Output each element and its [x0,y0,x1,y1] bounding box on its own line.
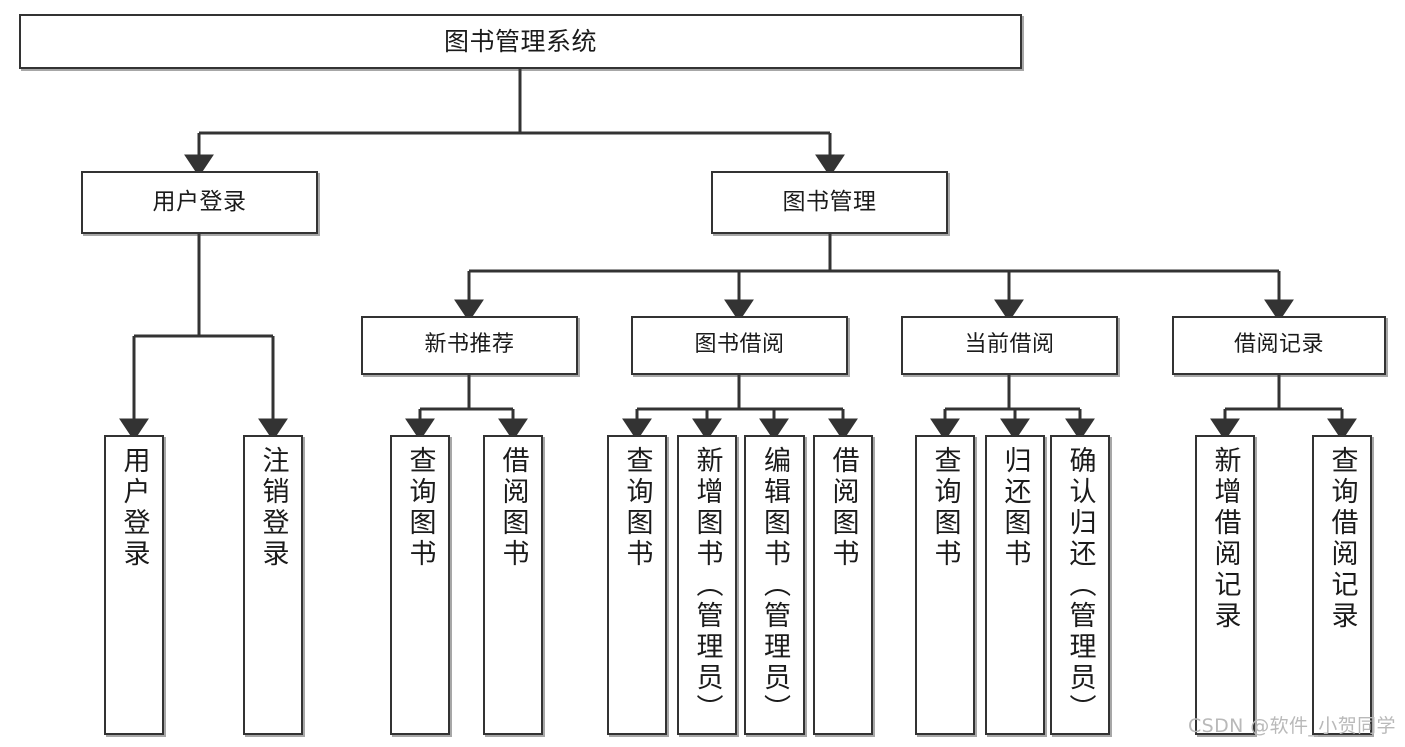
node-leaf-edit-book-label: 编辑图书（管理员） [759,446,790,725]
node-current-borrow[interactable]: 当前借阅 [901,316,1118,375]
node-leaf-borrow-book-1-label: 借阅图书 [497,446,529,570]
watermark: CSDN @软件_小贺同学 [1188,715,1396,737]
node-book-manage-label: 图书管理 [782,188,877,215]
node-leaf-query-record[interactable]: 查询借阅记录 [1312,435,1372,735]
node-leaf-add-record[interactable]: 新增借阅记录 [1195,435,1255,735]
node-book-borrow[interactable]: 图书借阅 [631,316,848,375]
node-leaf-confirm-return[interactable]: 确认归还（管理员） [1050,435,1110,735]
node-leaf-add-record-label: 新增借阅记录 [1209,446,1241,632]
node-leaf-confirm-return-label: 确认归还（管理员） [1064,446,1096,725]
node-root-label: 图书管理系统 [443,26,597,56]
node-root[interactable]: 图书管理系统 [19,14,1022,69]
node-leaf-add-book[interactable]: 新增图书（管理员） [677,435,737,735]
node-leaf-return-book[interactable]: 归还图书 [985,435,1045,735]
node-borrow-record[interactable]: 借阅记录 [1172,316,1386,375]
node-leaf-borrow-book-1[interactable]: 借阅图书 [483,435,543,735]
node-leaf-query-book-1[interactable]: 查询图书 [390,435,450,735]
node-current-borrow-label: 当前借阅 [964,332,1055,358]
node-leaf-edit-book[interactable]: 编辑图书（管理员） [744,435,805,735]
node-leaf-borrow-book-2-label: 借阅图书 [827,446,859,570]
node-leaf-return-book-label: 归还图书 [999,446,1031,570]
node-book-manage[interactable]: 图书管理 [711,171,948,234]
node-borrow-record-label: 借阅记录 [1233,332,1324,358]
node-book-borrow-label: 图书借阅 [694,332,785,358]
node-user-login-label: 用户登录 [152,188,247,215]
node-leaf-query-book-3[interactable]: 查询图书 [915,435,975,735]
node-leaf-borrow-book-2[interactable]: 借阅图书 [813,435,873,735]
node-leaf-user-login-label: 用户登录 [118,446,150,570]
node-leaf-query-record-label: 查询借阅记录 [1326,446,1358,632]
node-user-login[interactable]: 用户登录 [81,171,318,234]
node-leaf-query-book-2[interactable]: 查询图书 [607,435,667,735]
node-new-book-recommend-label: 新书推荐 [424,332,515,358]
node-leaf-query-book-2-label: 查询图书 [621,446,653,570]
node-leaf-user-logout-label: 注销登录 [257,446,289,570]
node-leaf-query-book-3-label: 查询图书 [929,446,961,570]
node-leaf-user-login[interactable]: 用户登录 [104,435,164,735]
node-new-book-recommend[interactable]: 新书推荐 [361,316,578,375]
node-leaf-add-book-label: 新增图书（管理员） [691,446,723,725]
node-leaf-query-book-1-label: 查询图书 [404,446,436,570]
node-leaf-user-logout[interactable]: 注销登录 [243,435,303,735]
